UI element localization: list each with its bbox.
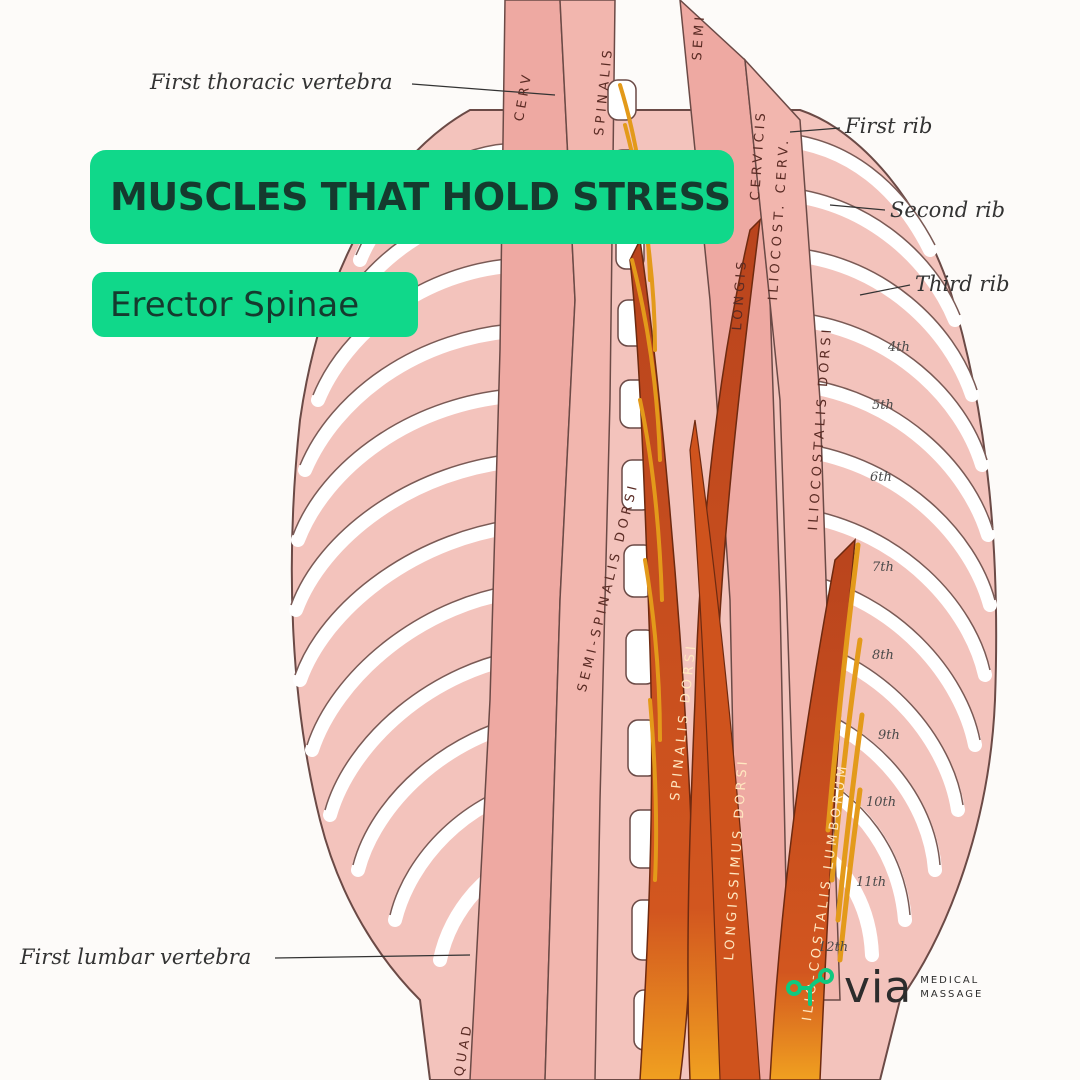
rib-number-7: 7th — [872, 560, 894, 575]
page-title: MUSCLES THAT HOLD STRESS — [110, 175, 731, 219]
rib-number-11: 11th — [856, 875, 887, 890]
rib-number-8: 8th — [872, 648, 894, 663]
label-first-thoracic-vertebra: First thoracic vertebra — [150, 70, 393, 94]
rib-number-5: 5th — [872, 398, 894, 413]
logo-subtext: MEDICAL MASSAGE — [920, 974, 983, 1002]
label-third-rib: Third rib — [915, 272, 1010, 296]
leader-lines — [274, 83, 911, 959]
semispinalis-band — [544, 0, 616, 1080]
logo-mark-icon — [786, 967, 834, 1006]
spinalis-dorsi-muscle — [629, 237, 693, 1080]
rib-number-6: 6th — [870, 470, 892, 485]
subtitle-banner: Erector Spinae — [92, 272, 418, 337]
label-first-rib: First rib — [845, 114, 933, 138]
longissimus-lateral-muscle — [689, 419, 761, 1080]
logo-line-medical: MEDICAL — [920, 974, 980, 986]
logo-wordmark: via — [844, 962, 913, 1013]
title-banner: MUSCLES THAT HOLD STRESS — [90, 150, 734, 244]
rib-number-10: 10th — [866, 795, 897, 810]
brand-logo: via MEDICAL MASSAGE — [784, 962, 983, 1013]
label-first-lumbar-vertebra: First lumbar vertebra — [20, 945, 252, 969]
longissimus-dorsi-muscle — [687, 217, 762, 1080]
rib-number-12: 12th — [818, 940, 849, 955]
logo-line-massage: MASSAGE — [920, 988, 984, 1000]
iliocostalis-slips — [825, 542, 865, 963]
rib-number-9: 9th — [878, 728, 900, 743]
label-second-rib: Second rib — [890, 198, 1006, 222]
rib-number-4: 4th — [888, 340, 910, 355]
page-subtitle: Erector Spinae — [110, 284, 360, 325]
